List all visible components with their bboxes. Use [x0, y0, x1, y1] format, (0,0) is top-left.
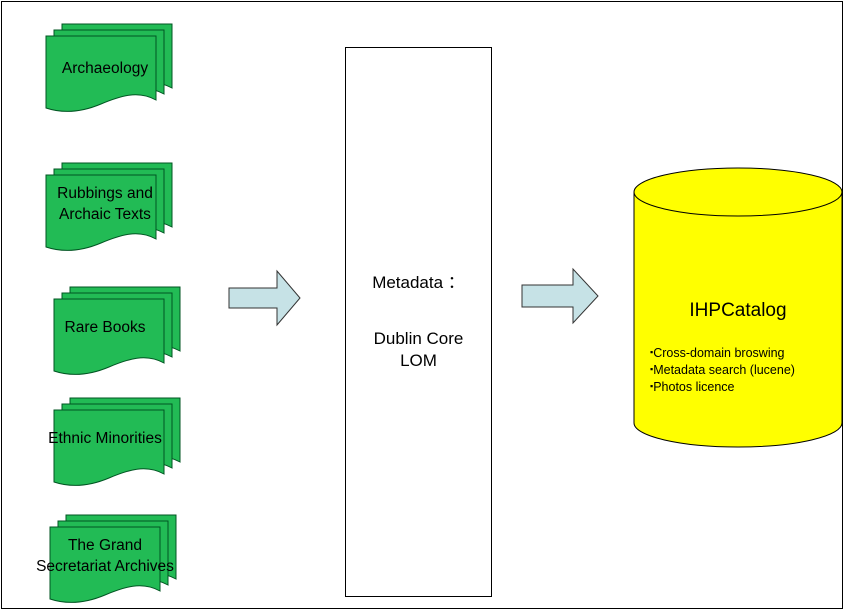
flow-arrow-left — [228, 269, 301, 327]
metadata-standards: Dublin Core LOM — [373, 329, 464, 370]
metadata-title: Metadata ： — [372, 273, 465, 292]
source-label-rare-books: Rare Books — [64, 319, 146, 336]
source-label-rubbings: Rubbings and Archaic Texts — [57, 185, 153, 223]
metadata-box — [345, 47, 492, 597]
feature-item: ▪Metadata search (lucene) — [650, 363, 795, 377]
database-title: IHPCatalog — [689, 300, 787, 321]
feature-text: Cross-domain broswing — [653, 346, 785, 360]
feature-text: Metadata search (lucene) — [653, 363, 795, 377]
feature-item: ▪Photos licence — [650, 380, 735, 394]
database-cylinder — [633, 167, 843, 448]
feature-item: ▪Cross-domain broswing — [650, 346, 785, 360]
database-feature-list: ▪Cross-domain broswing ▪Metadata search … — [650, 344, 795, 395]
flow-arrow-right — [521, 267, 599, 325]
feature-text: Photos licence — [653, 380, 735, 394]
source-label-archaeology: Archaeology — [61, 60, 149, 77]
source-label-grand-secretariat: The Grand Secretariat Archives — [36, 537, 174, 575]
source-label-ethnic-minorities: Ethnic Minorities — [48, 430, 162, 447]
